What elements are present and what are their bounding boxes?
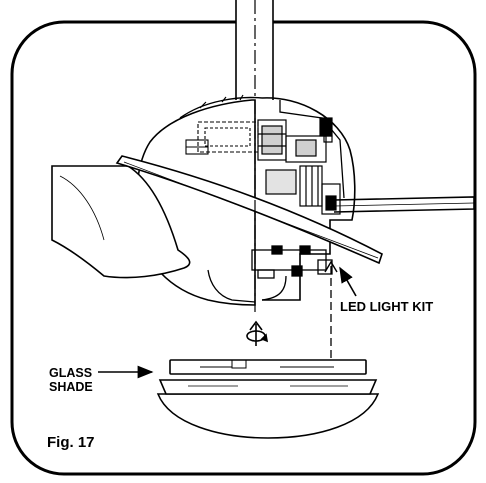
motor-mechanism: [257, 117, 341, 215]
glass-shade-label-line1: GLASS: [49, 366, 93, 380]
switch-housing: [185, 121, 259, 155]
glass-shade-label-line2: SHADE: [49, 380, 93, 395]
led-pointer-arrow: [339, 266, 357, 297]
fan-blade-left: [51, 165, 191, 279]
figure-number-label: Fig. 17: [47, 434, 95, 451]
blade-iron: [115, 155, 383, 265]
led-light-kit-label: LED LIGHT KIT: [340, 299, 434, 314]
glass-shade: [156, 359, 380, 439]
light-kit-mount: [207, 245, 333, 303]
blade-arm-right: [333, 196, 475, 213]
glass-shade-label: GLASS SHADE: [49, 366, 93, 395]
rotate-arrow-icon: [246, 320, 269, 346]
motor-housing-cutaway: [261, 97, 356, 301]
